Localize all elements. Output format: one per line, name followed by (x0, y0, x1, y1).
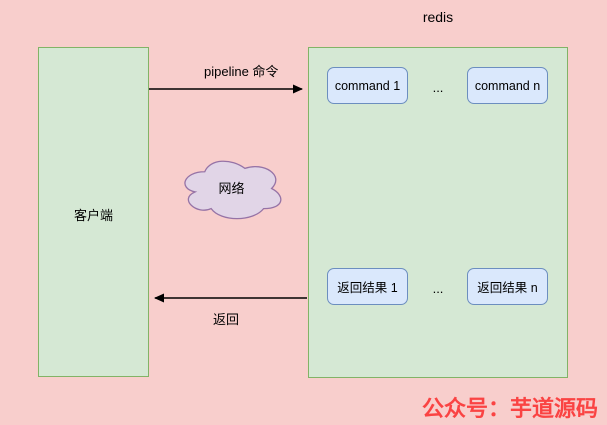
results-ellipsis: ... (432, 281, 444, 296)
client-node (38, 47, 149, 377)
diagram-title: redis (422, 9, 454, 25)
network-cloud-label: 网络 (218, 181, 245, 196)
watermark-text: 公众号：芋道源码 (421, 396, 598, 421)
pipeline-arrow-label: pipeline 命令 (204, 64, 279, 79)
commands-ellipsis: ... (432, 80, 444, 95)
result-n-node: 返回结果 n (467, 268, 548, 305)
command-1-node: command 1 (327, 67, 408, 104)
return-arrow-label: 返回 (213, 312, 240, 327)
client-node-label: 客户端 (73, 208, 113, 223)
result-1-node: 返回结果 1 (327, 268, 408, 305)
command-n-node: command n (467, 67, 548, 104)
